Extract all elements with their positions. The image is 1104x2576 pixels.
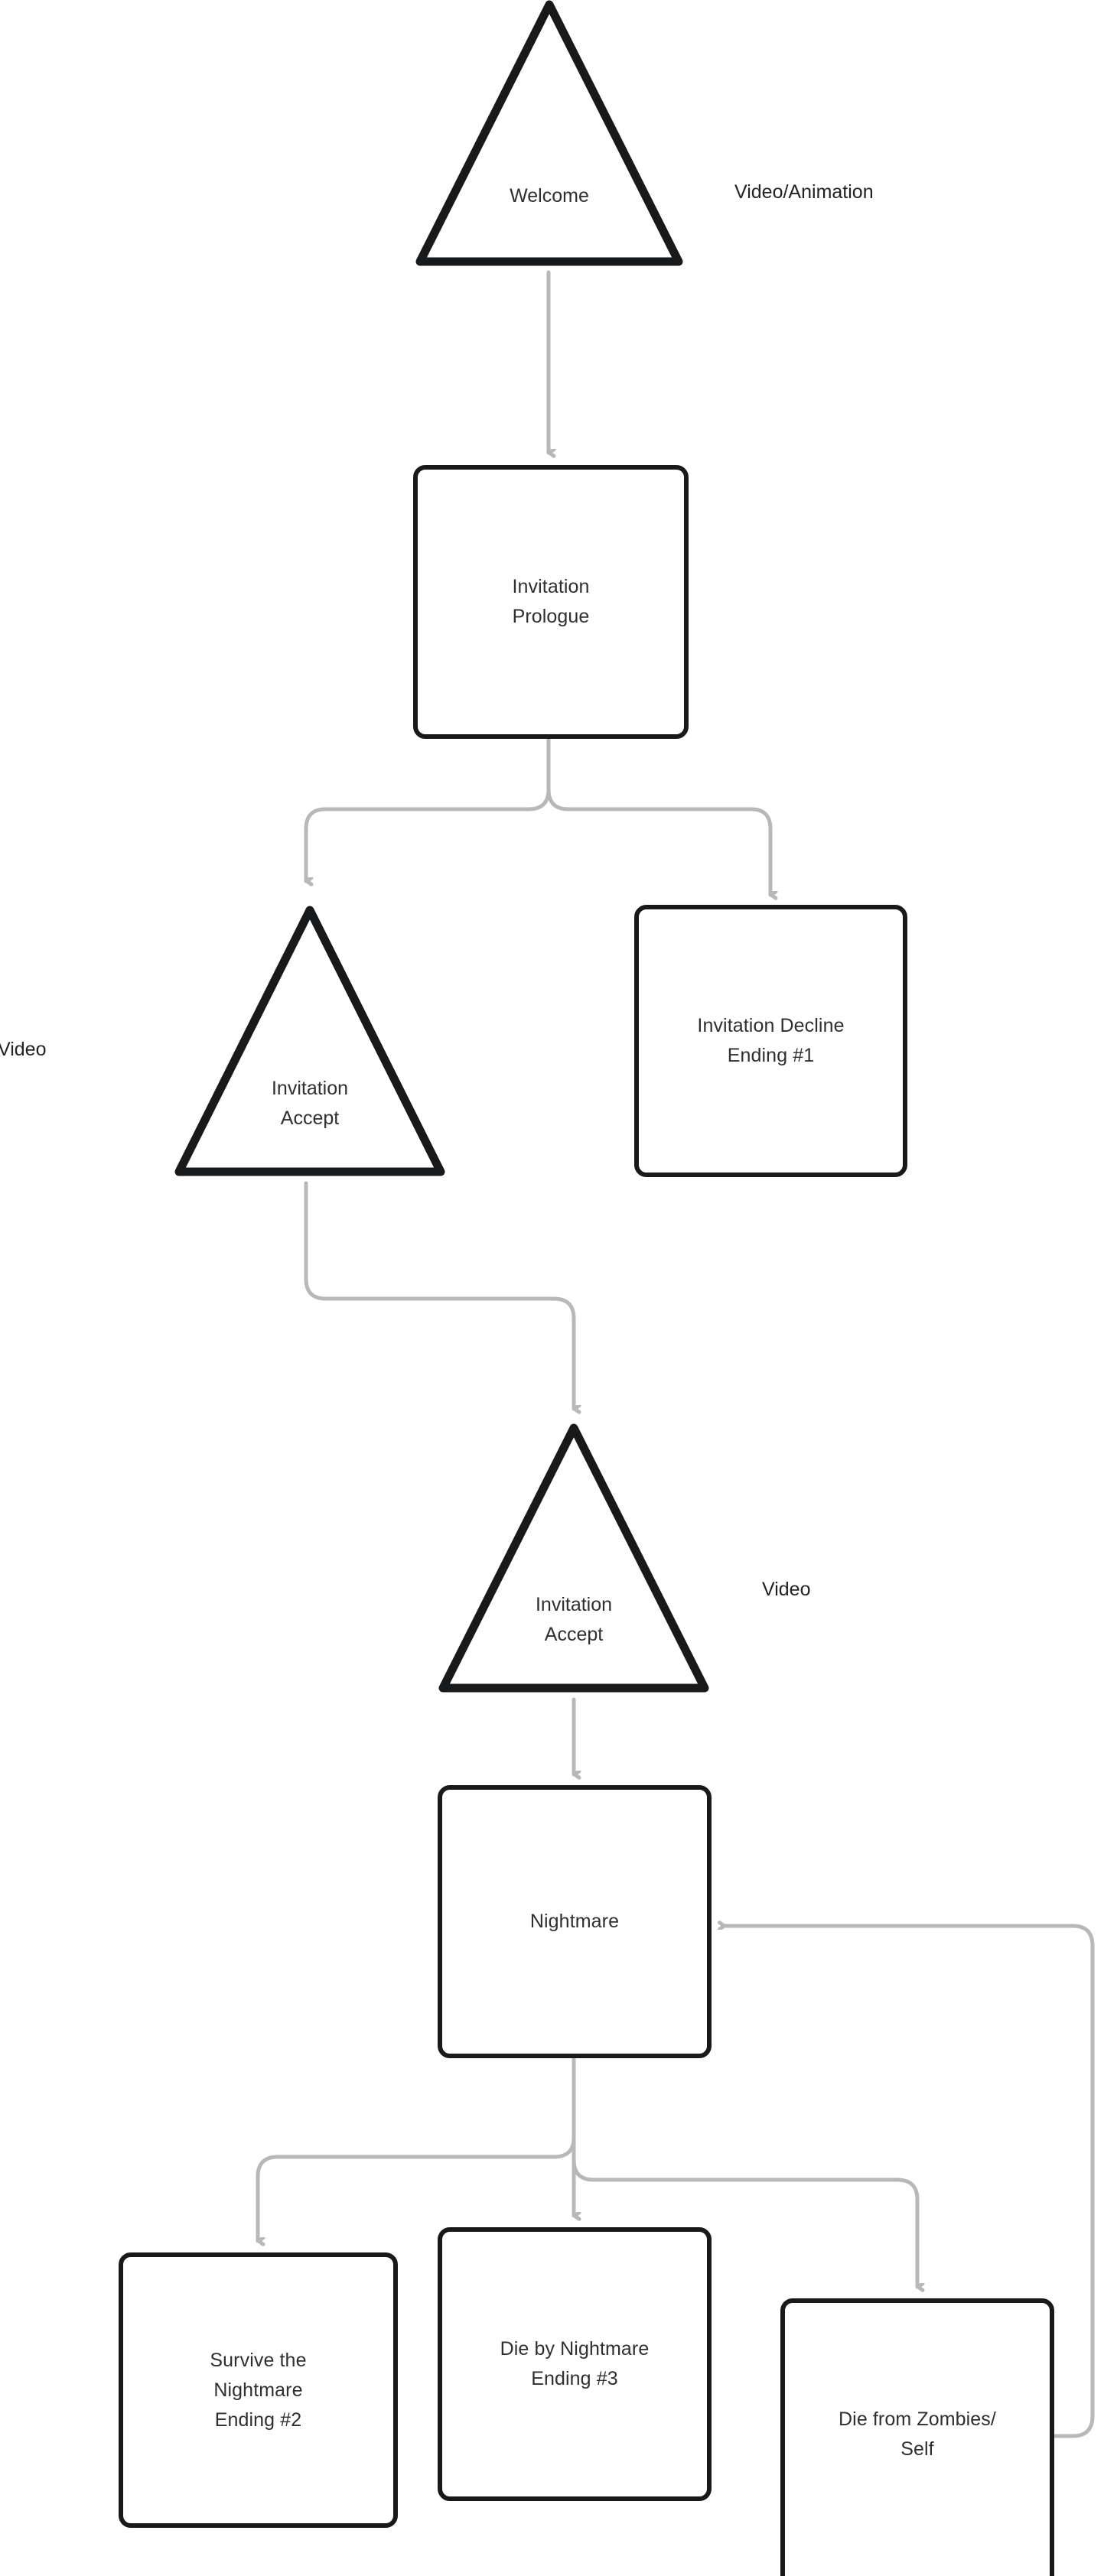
node-welcome-label: Welcome [510, 185, 589, 207]
annotation-video-right: Video [762, 1579, 811, 1600]
node-invitation-prologue-label: Invitation Prologue [512, 576, 590, 627]
node-nightmare-label: Nightmare [529, 1911, 620, 1932]
edge-prologue-to-decline [546, 737, 770, 895]
annotation-video-left: Video [0, 1039, 47, 1060]
node-welcome[interactable]: Welcome [409, 0, 689, 272]
edge-accept1-to-accept2 [304, 1181, 574, 1409]
node-invitation-accept-2-label: Invitation Accept [535, 1594, 613, 1645]
annotation-video-animation: Video/Animation [734, 181, 874, 203]
node-invitation-decline-ending-1-label: Invitation Decline Ending #1 [697, 1015, 845, 1066]
node-nightmare[interactable]: Nightmare [438, 1785, 712, 2058]
node-survive-the-nightmare-ending-2[interactable]: Survive the Nightmare Ending #2 [119, 2252, 398, 2528]
triangle-shape [409, 0, 689, 272]
node-invitation-accept-2[interactable]: Invitation Accept [432, 1420, 715, 1699]
node-die-from-zombies-self-label: Die from Zombies/ Self [839, 2408, 996, 2460]
node-invitation-accept-1-label: Invitation Accept [271, 1078, 349, 1129]
triangle-shape [432, 1420, 715, 1699]
triangle-shape [168, 903, 451, 1182]
edge-nightmare-to-survive [256, 2057, 576, 2241]
node-survive-the-nightmare-ending-2-label: Survive the Nightmare Ending #2 [210, 2349, 307, 2431]
node-die-by-nightmare-ending-3-label: Die by Nightmare Ending #3 [500, 2338, 650, 2389]
node-invitation-decline-ending-1[interactable]: Invitation Decline Ending #1 [634, 905, 907, 1177]
node-invitation-prologue[interactable]: Invitation Prologue [413, 465, 689, 739]
node-die-from-zombies-self[interactable]: Die from Zombies/ Self [780, 2298, 1054, 2576]
node-invitation-accept-1[interactable]: Invitation Accept [168, 903, 451, 1182]
node-die-by-nightmare-ending-3[interactable]: Die by Nightmare Ending #3 [438, 2227, 712, 2501]
edge-prologue-to-accept1 [304, 737, 551, 881]
